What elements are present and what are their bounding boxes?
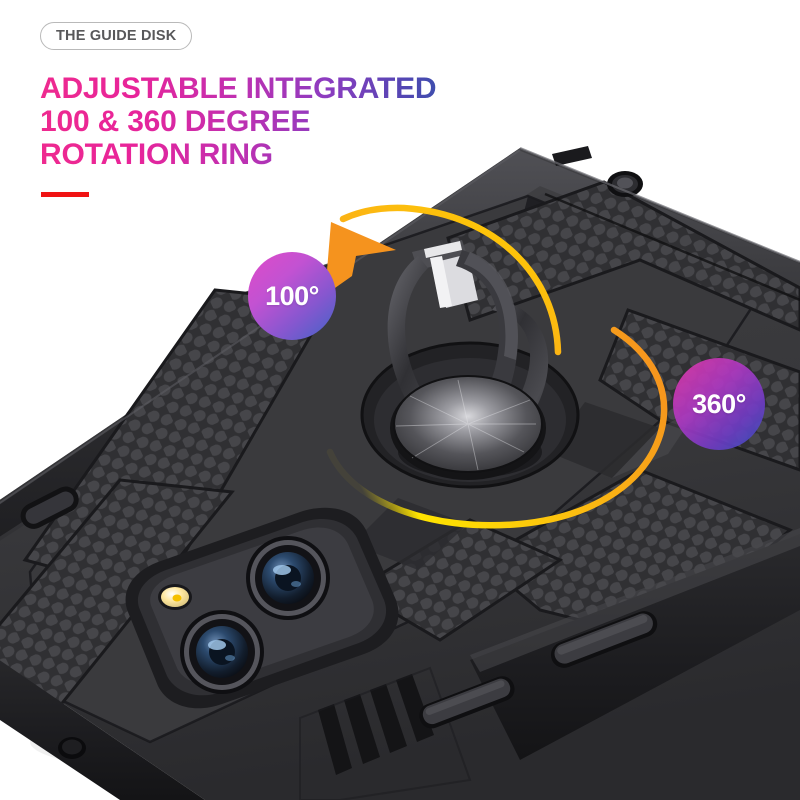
headline-line-3: ROTATION RING (40, 138, 500, 171)
guide-disk-badge: THE GUIDE DISK (40, 22, 193, 50)
callout-bubble-360-degrees: 360° (673, 358, 765, 450)
accent-underline (41, 192, 89, 197)
callout-label-360: 360° (692, 388, 746, 419)
callout-label-100: 100° (265, 280, 319, 311)
headline-line-1: ADJUSTABLE INTEGRATED (40, 72, 500, 105)
callout-bubble-100-degrees: 100° (248, 252, 336, 340)
headline-block: ADJUSTABLE INTEGRATED 100 & 360 DEGREE R… (40, 72, 500, 171)
guide-disk-badge-label: THE GUIDE DISK (56, 28, 177, 44)
headline-line-2: 100 & 360 DEGREE (40, 105, 500, 138)
